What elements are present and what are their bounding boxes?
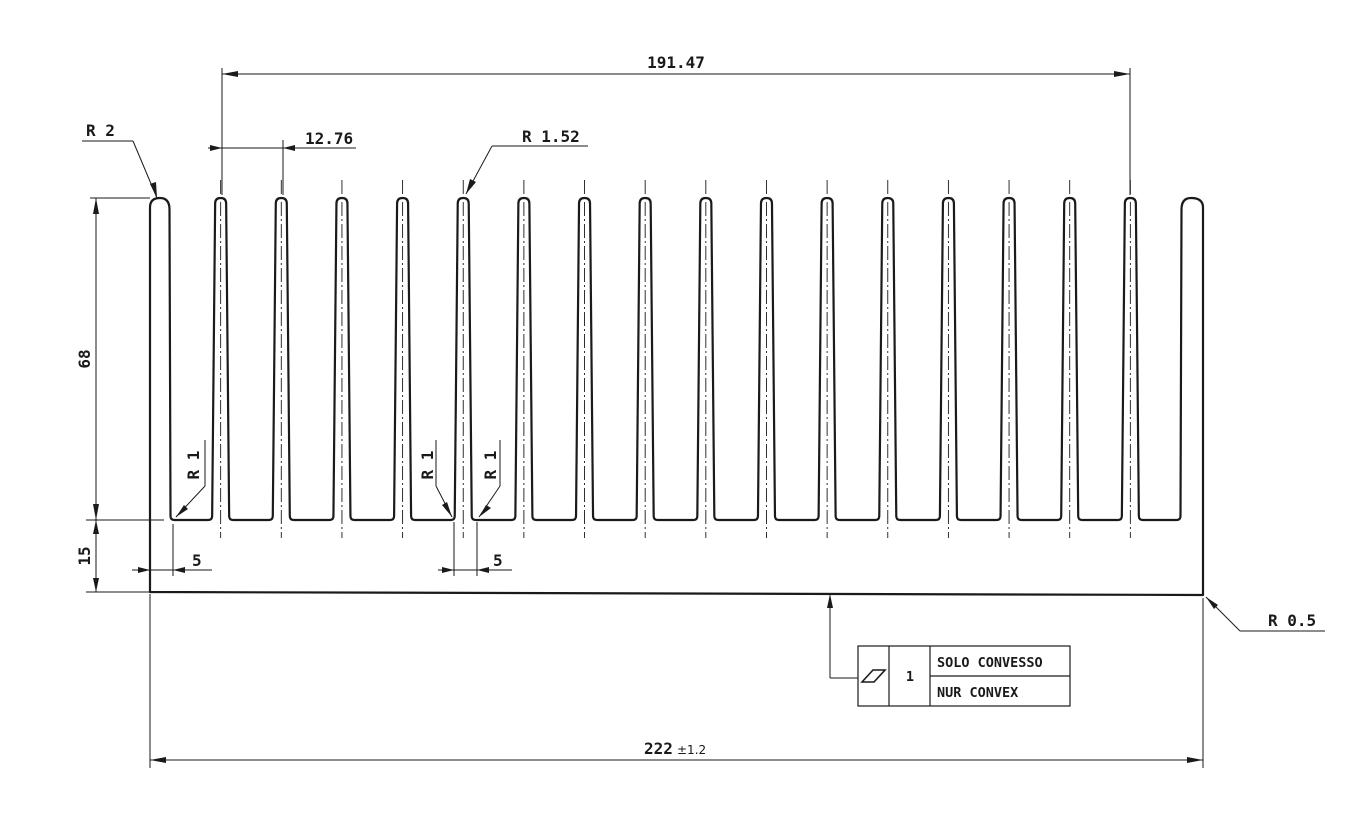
outer-fin-tip-radius-leader: R 2 — [82, 121, 158, 199]
flatness-note-line1: SOLO CONVESSO — [937, 655, 1043, 671]
root-radius-mid-a-leader: R 1 — [418, 440, 453, 518]
fin-height-dimension: 68 — [75, 197, 150, 520]
overall-width-dimension: 222 ±1.2 — [149, 594, 1204, 768]
root-radius-left-label: R 1 — [184, 451, 203, 480]
fin-height-value: 68 — [75, 349, 94, 368]
fin-span-value: 191.47 — [647, 53, 705, 72]
fin-pitch-dimension: 12.76 — [208, 129, 356, 195]
outer-fin-tip-radius-label: R 2 — [86, 121, 115, 140]
flatness-note-line2: NUR CONVEX — [937, 685, 1018, 701]
gap-mid-dimension: 5 — [438, 522, 512, 576]
flatness-tolerance-value: 1 — [906, 669, 914, 685]
heatsink-profile-outline — [148, 196, 1205, 597]
fin-pitch-value: 12.76 — [305, 129, 353, 148]
gap-left-dimension: 5 — [132, 524, 212, 576]
base-thickness-value: 15 — [75, 546, 94, 565]
gap-mid-value: 5 — [493, 551, 503, 570]
corner-radius-leader: R 0.5 — [1205, 596, 1325, 632]
base-thickness-dimension: 15 — [75, 519, 164, 593]
overall-width-value: 222 — [644, 739, 673, 758]
root-radius-mid-a-label: R 1 — [418, 451, 437, 480]
fin-tip-radius-leader: R 1.52 — [465, 127, 588, 195]
fin-span-dimension: 191.47 — [221, 53, 1131, 195]
overall-width-tolerance: ±1.2 — [677, 743, 706, 757]
fin-centerlines — [220, 180, 1131, 538]
flatness-icon — [860, 669, 887, 683]
root-radius-mid-b-label: R 1 — [481, 451, 500, 480]
root-radius-left-leader: R 1 — [175, 440, 206, 518]
gap-left-value: 5 — [192, 551, 202, 570]
root-radius-mid-b-leader: R 1 — [478, 440, 501, 518]
corner-radius-label: R 0.5 — [1268, 611, 1316, 630]
fin-tip-radius-label: R 1.52 — [522, 127, 580, 146]
flatness-callout: 1 SOLO CONVESSO NUR CONVEX — [827, 594, 1071, 707]
